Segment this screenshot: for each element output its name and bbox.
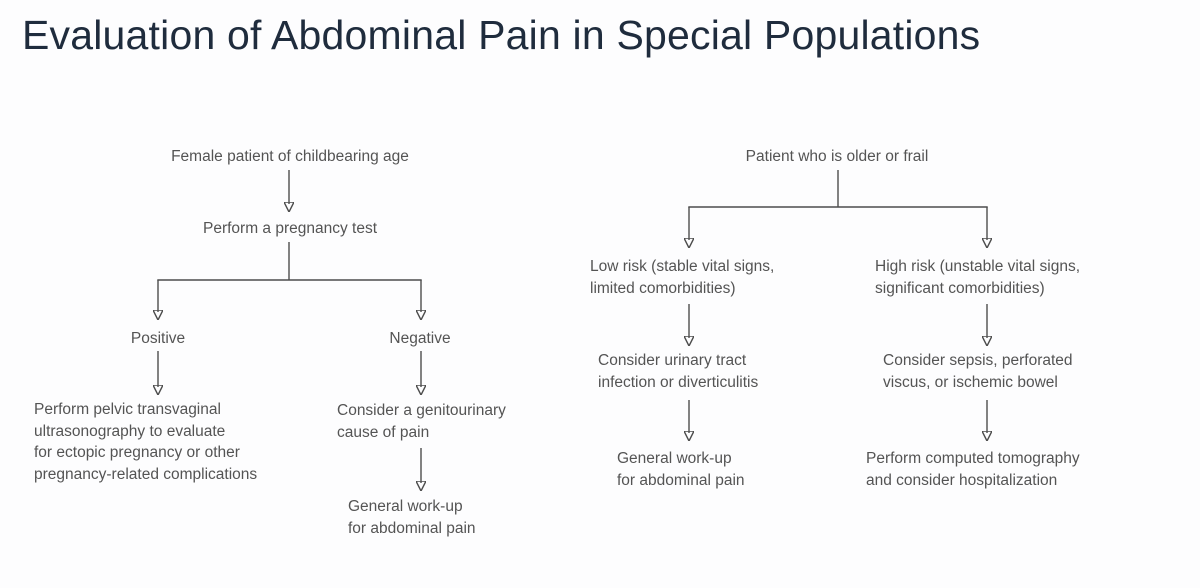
node-female-patient: Female patient of childbearing age xyxy=(171,148,409,165)
node-genitourinary-cause: Consider a genitourinary cause of pain xyxy=(337,402,506,441)
page-title: Evaluation of Abdominal Pain in Special … xyxy=(22,12,981,58)
node-low-risk: Low risk (stable vital signs, limited co… xyxy=(590,258,775,297)
node-general-workup-right: General work-up for abdominal pain xyxy=(617,450,745,489)
right-tree-connectors xyxy=(688,170,987,433)
node-positive: Positive xyxy=(130,330,186,347)
node-sepsis-perforated-viscus: Consider sepsis, perforated viscus, or i… xyxy=(883,352,1073,391)
node-pelvic-ultrasonography: Perform pelvic transvaginal ultrasonogra… xyxy=(34,401,258,483)
node-high-risk: High risk (unstable vital signs, signifi… xyxy=(875,258,1081,297)
node-general-workup-left: General work-up for abdominal pain xyxy=(348,498,476,537)
node-negative: Negative xyxy=(389,330,451,347)
node-urinary-tract-infection: Consider urinary tract infection or dive… xyxy=(598,352,759,391)
left-tree-connectors xyxy=(157,170,421,483)
node-older-frail-patient: Patient who is older or frail xyxy=(745,148,929,165)
node-pregnancy-test: Perform a pregnancy test xyxy=(202,220,378,237)
node-computed-tomography: Perform computed tomography and consider… xyxy=(866,450,1080,489)
